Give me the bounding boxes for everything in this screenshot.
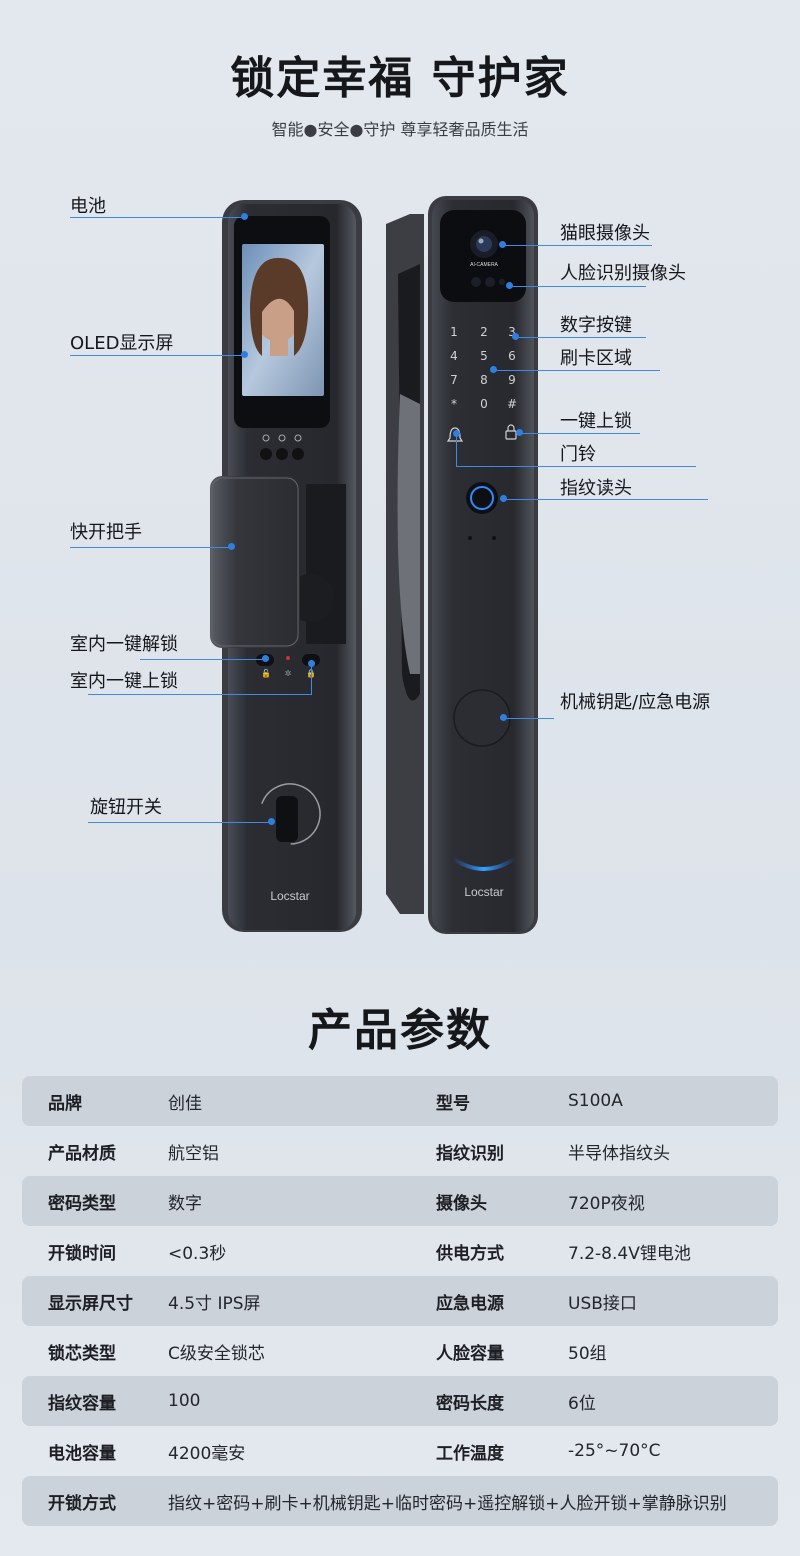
keypad-key: 3 bbox=[508, 325, 516, 339]
keypad: 1 2 3 4 5 6 7 8 9 * 0 # bbox=[450, 325, 517, 411]
spec-row: 指纹容量 100 密码长度 6位 bbox=[22, 1376, 778, 1426]
spec-key: 工作温度 bbox=[436, 1443, 504, 1464]
spec-key: 指纹容量 bbox=[48, 1393, 116, 1414]
callout-oled: OLED显示屏 bbox=[70, 333, 174, 354]
spec-value: 7.2-8.4V锂电池 bbox=[568, 1243, 691, 1264]
spec-value: 100 bbox=[168, 1391, 201, 1411]
spec-row: 锁芯类型 C级安全锁芯 人脸容量 50组 bbox=[22, 1326, 778, 1376]
specs-table: 品牌 创佳 型号 S100A 产品材质 航空铝 指纹识别 半导体指纹头密码类型 数字 摄像头 720… bbox=[22, 1076, 778, 1526]
camera-label: AI-CAMERA bbox=[470, 262, 498, 268]
spec-value: S100A bbox=[568, 1091, 623, 1111]
callout-face-camera: 人脸识别摄像头 bbox=[560, 263, 686, 284]
callout-handle: 快开把手 bbox=[70, 522, 142, 543]
spec-value: -25°~70°C bbox=[568, 1441, 661, 1461]
spec-value: 50组 bbox=[568, 1343, 607, 1364]
keypad-key: 6 bbox=[508, 349, 516, 363]
spec-value: 数字 bbox=[168, 1193, 202, 1214]
spec-row: 电池容量 4200毫安 工作温度 -25°~70°C bbox=[22, 1426, 778, 1476]
spec-key: 品牌 bbox=[48, 1093, 82, 1114]
spec-value: 航空铝 bbox=[168, 1143, 219, 1164]
callout-indoor-lock: 室内一键上锁 bbox=[70, 671, 178, 692]
svg-text:✲: ✲ bbox=[285, 669, 292, 678]
spec-value: 半导体指纹头 bbox=[568, 1143, 670, 1164]
spec-key: 密码长度 bbox=[436, 1393, 504, 1414]
spec-value: 创佳 bbox=[168, 1093, 202, 1114]
spec-key: 开锁方式 bbox=[48, 1493, 116, 1514]
spec-value: <0.3秒 bbox=[168, 1243, 227, 1264]
callout-doorbell: 门铃 bbox=[560, 444, 596, 465]
spec-key: 摄像头 bbox=[436, 1193, 487, 1214]
keypad-key: 7 bbox=[450, 373, 458, 387]
spec-row: 密码类型 数字 摄像头 720P夜视 bbox=[22, 1176, 778, 1226]
specs-title: 产品参数 bbox=[308, 1005, 492, 1056]
hero-title: 锁定幸福 守护家 bbox=[230, 53, 570, 104]
spec-value: 4200毫安 bbox=[168, 1443, 246, 1464]
svg-text:Locstar: Locstar bbox=[270, 889, 309, 903]
keypad-key: 0 bbox=[480, 397, 488, 411]
keypad-key: 1 bbox=[450, 325, 458, 339]
spec-value: 4.5寸 IPS屏 bbox=[168, 1293, 261, 1314]
svg-text:Locstar: Locstar bbox=[464, 885, 503, 899]
spec-key: 供电方式 bbox=[436, 1243, 504, 1264]
callout-battery: 电池 bbox=[70, 196, 106, 217]
spec-key: 密码类型 bbox=[48, 1193, 116, 1214]
callout-peephole: 猫眼摄像头 bbox=[560, 223, 650, 244]
spec-key: 人脸容量 bbox=[436, 1343, 504, 1364]
callout-indoor-unlock: 室内一键解锁 bbox=[70, 634, 178, 655]
callout-knob: 旋钮开关 bbox=[90, 797, 162, 818]
keypad-key: 9 bbox=[508, 373, 516, 387]
svg-text:🔓: 🔓 bbox=[261, 668, 271, 678]
spec-key: 指纹识别 bbox=[436, 1143, 504, 1164]
callout-fingerprint: 指纹读头 bbox=[560, 478, 632, 499]
spec-value: 6位 bbox=[568, 1393, 596, 1414]
lock-outdoor-illustration: AI-CAMERA 1 2 3 4 5 6 7 8 9 * 0 # Locstar bbox=[386, 196, 538, 934]
spec-value: C级安全锁芯 bbox=[168, 1343, 265, 1364]
keypad-key: 8 bbox=[480, 373, 488, 387]
spec-key: 型号 bbox=[436, 1093, 470, 1114]
keypad-key: * bbox=[451, 397, 457, 411]
spec-key: 开锁时间 bbox=[48, 1243, 116, 1264]
spec-key: 电池容量 bbox=[48, 1443, 116, 1464]
hero-subtitle: 智能●安全●守护 尊享轻奢品质生活 bbox=[271, 120, 529, 139]
keypad-key: 5 bbox=[480, 349, 488, 363]
spec-row: 品牌 创佳 型号 S100A bbox=[22, 1076, 778, 1126]
keypad-key: 2 bbox=[480, 325, 488, 339]
lock-indoor-illustration: 🔓 ✲ 🔒 Locstar bbox=[210, 200, 362, 932]
spec-value: USB接口 bbox=[568, 1293, 637, 1314]
callout-one-touch-lock: 一键上锁 bbox=[560, 411, 632, 432]
spec-value: 指纹+密码+刷卡+机械钥匙+临时密码+遥控解锁+人脸开锁+掌静脉识别 bbox=[168, 1493, 727, 1514]
spec-row: 显示屏尺寸 4.5寸 IPS屏 应急电源 USB接口 bbox=[22, 1276, 778, 1326]
spec-value: 720P夜视 bbox=[568, 1193, 645, 1214]
spec-key: 产品材质 bbox=[48, 1143, 116, 1164]
keypad-key: 4 bbox=[450, 349, 458, 363]
callout-keypad: 数字按键 bbox=[560, 315, 632, 336]
spec-key: 锁芯类型 bbox=[48, 1343, 116, 1364]
callout-mech-key: 机械钥匙/应急电源 bbox=[560, 692, 711, 713]
keypad-key: # bbox=[507, 397, 517, 411]
callout-card-area: 刷卡区域 bbox=[560, 348, 632, 369]
spec-key: 应急电源 bbox=[436, 1293, 504, 1314]
spec-row: 产品材质 航空铝 指纹识别 半导体指纹头 bbox=[22, 1126, 778, 1176]
spec-row: 开锁时间 <0.3秒 供电方式 7.2-8.4V锂电池 bbox=[22, 1226, 778, 1276]
spec-row-unlock-methods: 开锁方式 指纹+密码+刷卡+机械钥匙+临时密码+遥控解锁+人脸开锁+掌静脉识别 bbox=[22, 1476, 778, 1526]
spec-key: 显示屏尺寸 bbox=[48, 1293, 133, 1314]
